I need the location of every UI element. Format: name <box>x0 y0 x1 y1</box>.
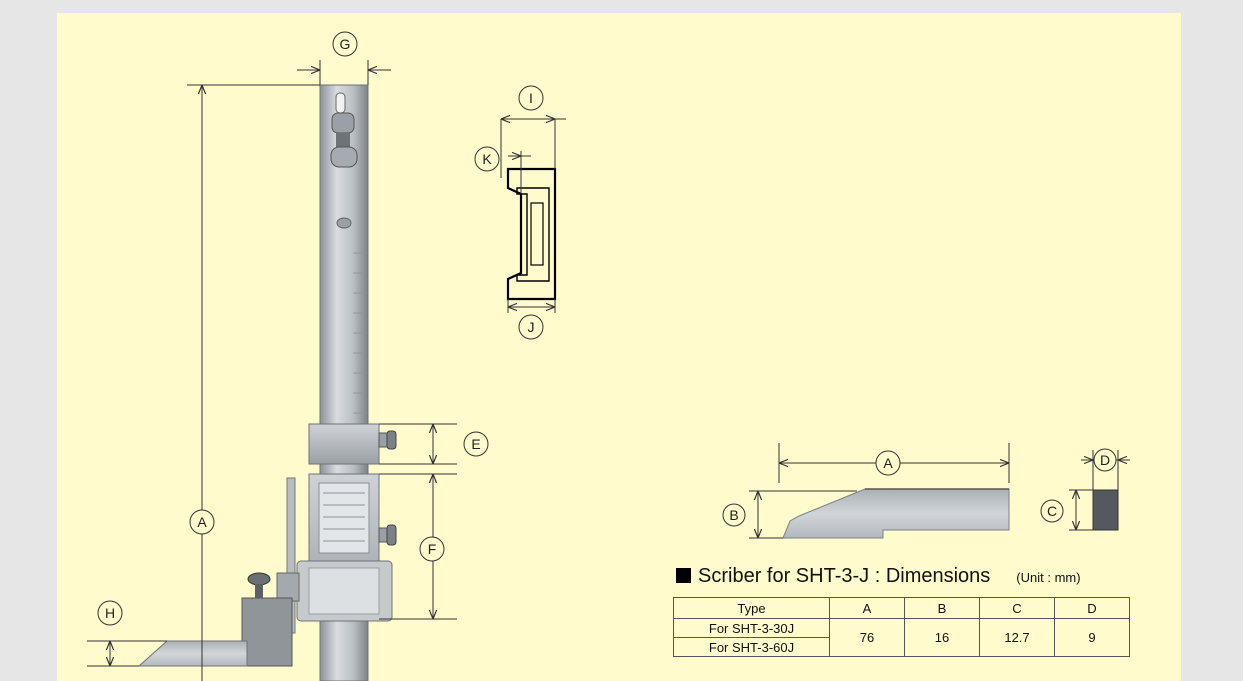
scriber-table-heading: Scriber for SHT-3-J : Dimensions (Unit :… <box>676 565 1081 588</box>
callout-B: B <box>722 503 746 527</box>
type-cell: For SHT-3-60J <box>673 637 830 657</box>
col-b: B <box>904 597 980 619</box>
callout-F: F <box>419 536 445 562</box>
callout-C: C <box>1040 499 1064 523</box>
fine-adjust-slider <box>308 423 397 465</box>
height-gauge-diagram: G A E F H I K J <box>87 31 1130 681</box>
value-c-cell: 12.7 <box>979 618 1055 657</box>
svg-text:E: E <box>471 436 480 452</box>
svg-text:G: G <box>340 36 351 52</box>
svg-text:D: D <box>1100 452 1110 468</box>
value-d-cell: 9 <box>1054 618 1130 657</box>
scriber-clamp <box>137 477 300 667</box>
callout-G: G <box>332 31 358 57</box>
value-a-cell: 76 <box>829 618 905 657</box>
svg-text:A: A <box>883 455 893 471</box>
svg-text:I: I <box>529 90 533 106</box>
drawing-panel: G A E F H I K J <box>57 13 1181 681</box>
svg-text:A: A <box>197 514 207 530</box>
dimensions-table: Type A B C D For SHT-3-30J 76 16 12.7 9 … <box>673 597 1130 657</box>
callout-A-gauge: A <box>189 509 215 535</box>
col-a: A <box>829 597 905 619</box>
svg-text:F: F <box>428 541 437 557</box>
beam-cross-section <box>506 167 557 301</box>
callout-J: J <box>518 314 544 340</box>
heading-bullet <box>676 568 691 583</box>
callout-K: K <box>474 146 500 172</box>
svg-text:H: H <box>105 605 115 621</box>
table-row: For SHT-3-30J 76 16 12.7 9 <box>673 618 1130 657</box>
main-slider <box>296 473 397 622</box>
callout-A-scriber: A <box>875 450 901 476</box>
col-type: Type <box>673 597 830 619</box>
table-header-row: Type A B C D <box>673 597 1130 619</box>
unit-label: (Unit : mm) <box>1016 570 1081 585</box>
col-d: D <box>1054 597 1130 619</box>
col-c: C <box>979 597 1055 619</box>
svg-text:B: B <box>729 507 738 523</box>
callout-E: E <box>463 431 489 457</box>
scriber-end-view <box>1092 489 1119 531</box>
dimension-lines-section <box>500 119 566 313</box>
svg-text:K: K <box>482 151 492 167</box>
svg-text:C: C <box>1047 503 1057 519</box>
svg-text:J: J <box>528 319 535 335</box>
dimension-lines-gauge <box>87 60 457 681</box>
type-cell: For SHT-3-30J <box>673 618 830 638</box>
table-title: Scriber for SHT-3-J : Dimensions <box>698 565 991 587</box>
scriber-side-view <box>782 488 1010 539</box>
callout-D: D <box>1093 448 1117 472</box>
table-row: For SHT-3-60J <box>673 637 1130 657</box>
callout-I: I <box>518 85 544 111</box>
callout-H: H <box>97 600 123 626</box>
value-b-cell: 16 <box>904 618 980 657</box>
